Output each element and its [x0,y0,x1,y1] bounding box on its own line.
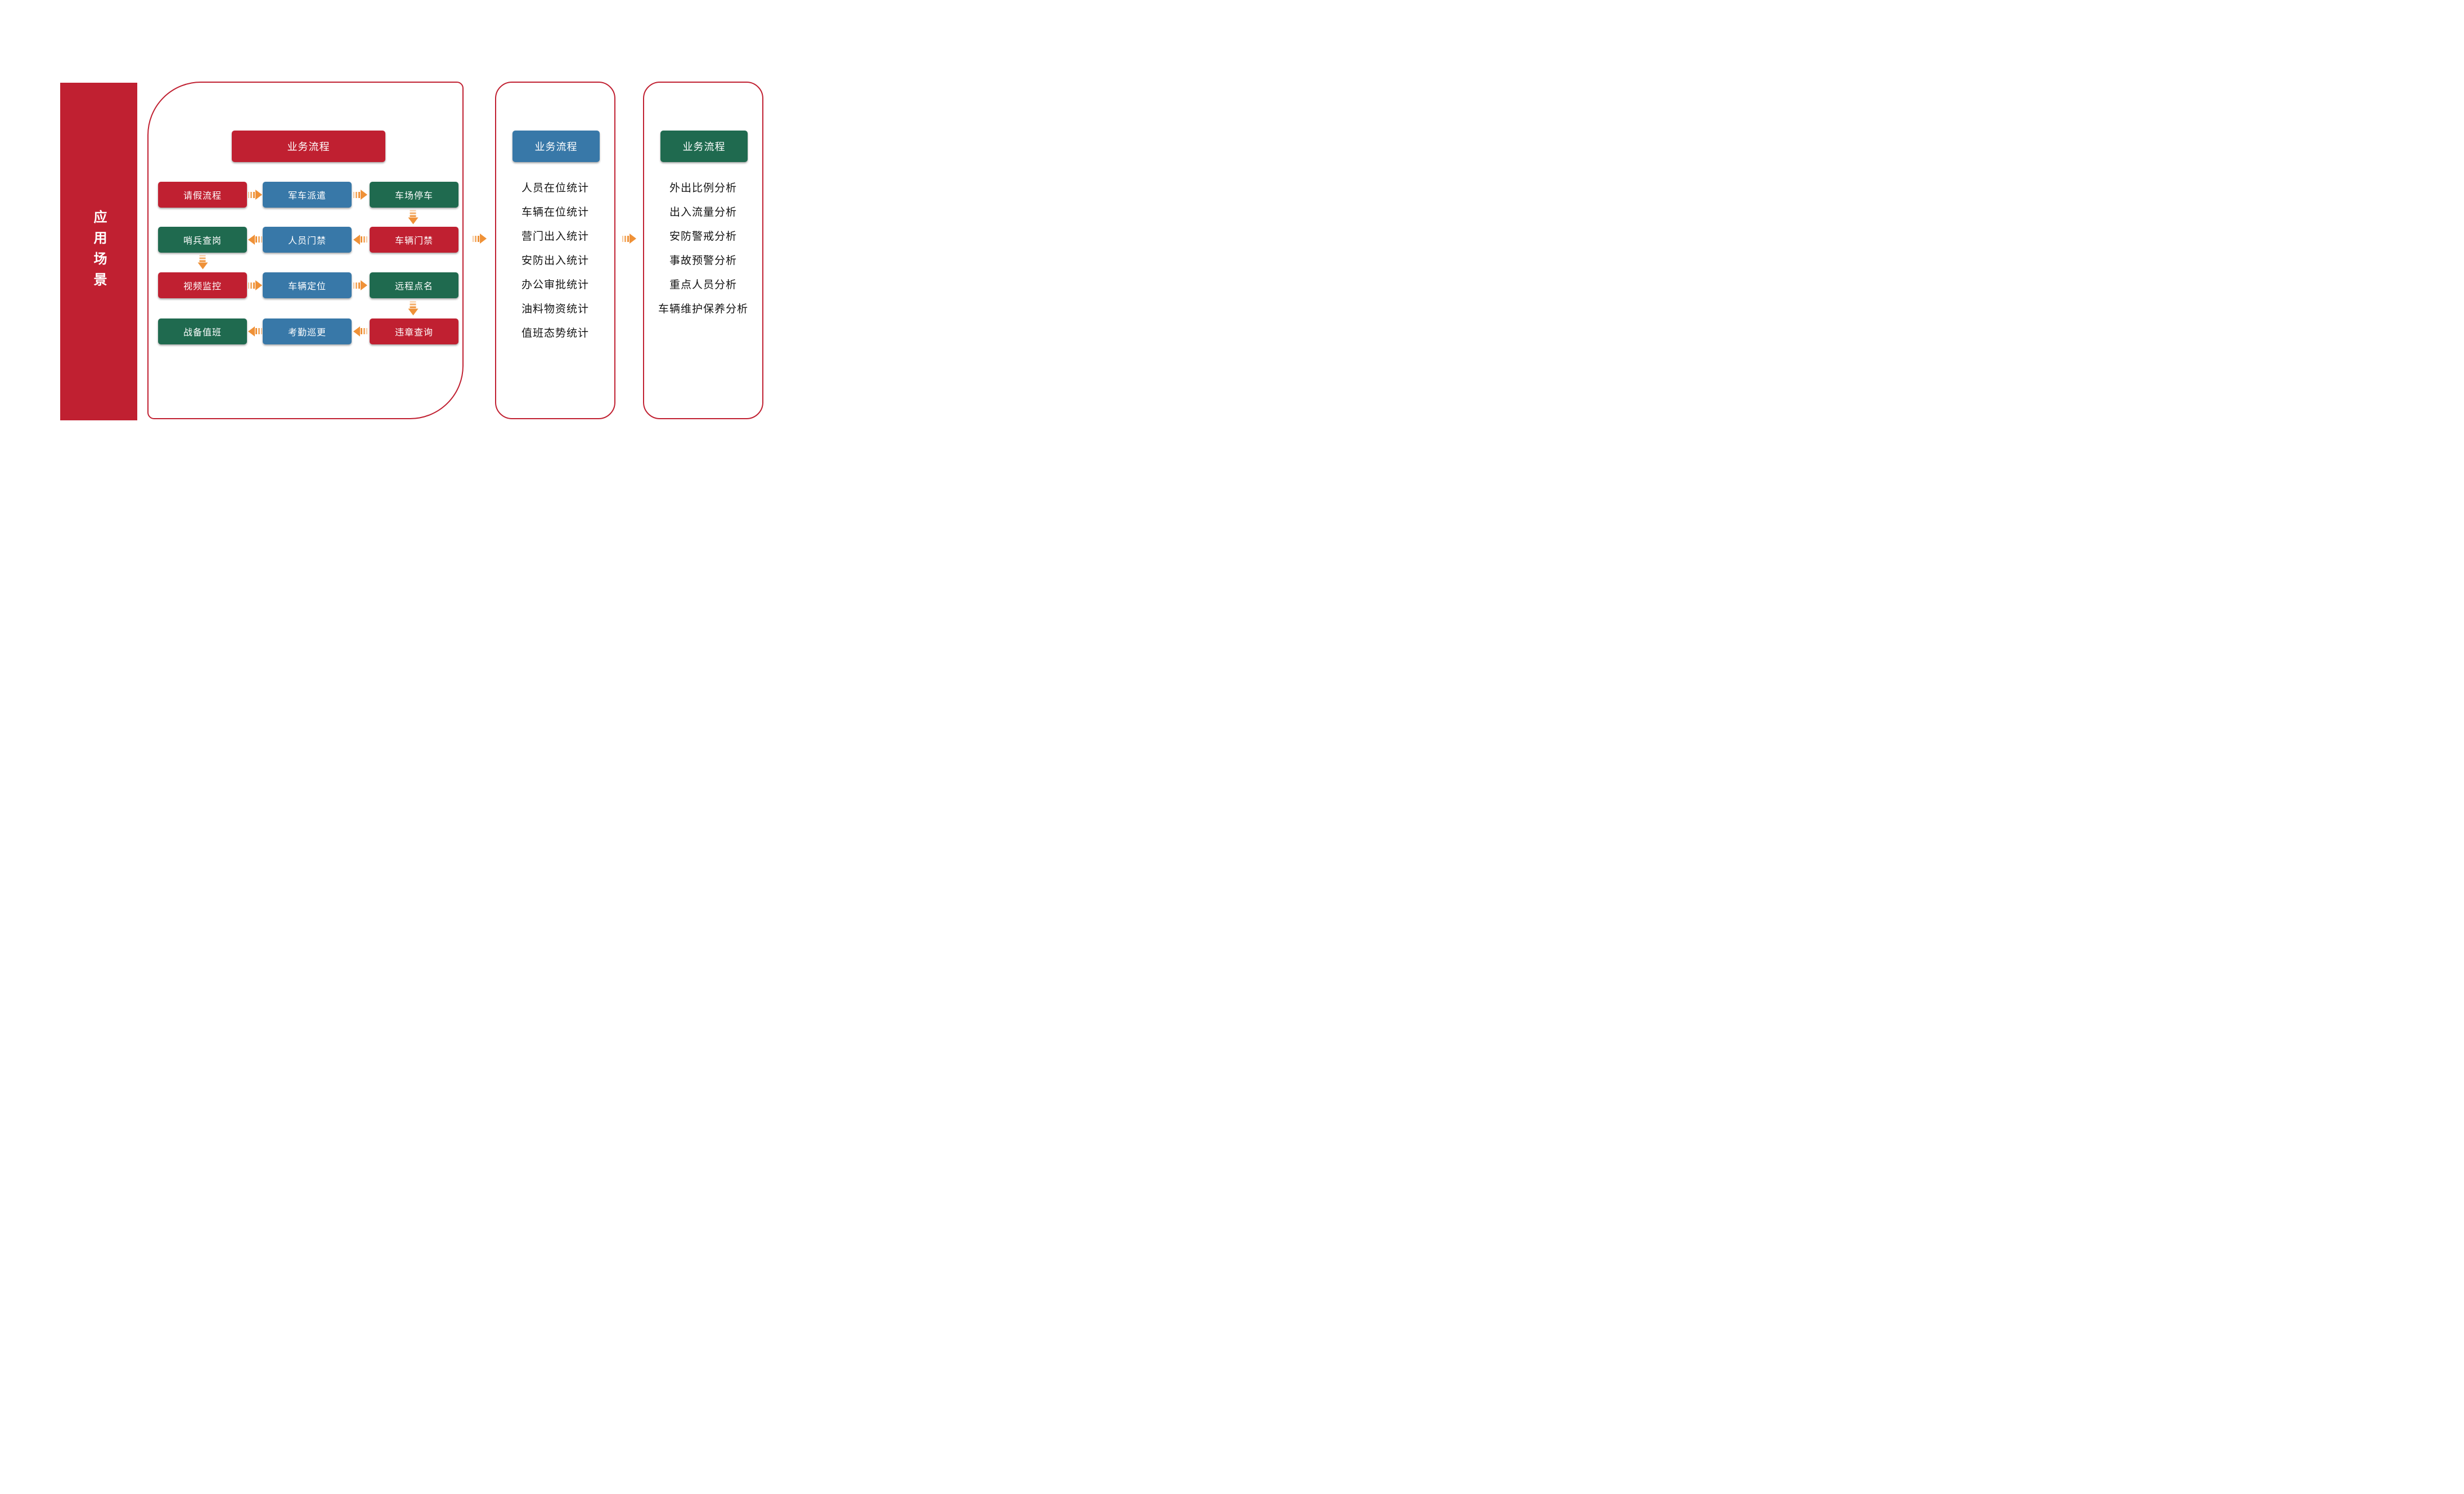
list-item: 事故预警分析 [669,255,737,267]
arrow-down-icon [408,301,419,316]
list-item: 车辆在位统计 [521,207,589,218]
arrow-right-icon [248,280,262,290]
flow-box-renyuan: 人员门禁 [263,227,352,253]
list-item: 安防警戒分析 [669,231,737,243]
list-item: 人员在位统计 [521,182,589,194]
list-item: 车辆维护保养分析 [658,303,748,315]
list-item: 出入流量分析 [669,207,737,218]
list-item: 油料物资统计 [521,303,589,315]
list-item: 外出比例分析 [669,182,737,194]
panel-connector-arrow-icon [622,234,636,244]
flow-box-dianming: 远程点名 [370,272,458,298]
analysis-panel: 业务流程 外出比例分析 出入流量分析 安防警戒分析 事故预警分析 重点人员分析 … [643,82,763,419]
arrow-left-icon [248,235,262,245]
flow-box-cheliang-menjin: 车辆门禁 [370,227,458,253]
arrow-left-icon [353,326,367,337]
stats-list: 人员在位统计 车辆在位统计 营门出入统计 安防出入统计 办公审批统计 油料物资统… [496,175,614,344]
left-category-bar: 应用场景 [60,83,137,420]
stats-panel: 业务流程 人员在位统计 车辆在位统计 营门出入统计 安防出入统计 办公审批统计 … [495,82,615,419]
list-item: 安防出入统计 [521,255,589,267]
panel-connector-arrow-icon [473,234,487,244]
stats-panel-header: 业务流程 [512,131,600,162]
analysis-panel-header: 业务流程 [660,131,748,162]
analysis-list: 外出比例分析 出入流量分析 安防警戒分析 事故预警分析 重点人员分析 车辆维护保… [644,175,762,320]
list-item: 办公审批统计 [521,279,589,291]
list-item: 重点人员分析 [669,279,737,291]
flow-box-shaobing: 哨兵查岗 [158,227,247,253]
flow-box-dingwei: 车辆定位 [263,272,352,298]
list-item: 值班态势统计 [521,327,589,339]
left-category-label: 应用场景 [91,210,106,293]
arrow-right-icon [353,280,367,290]
flow-box-kaoqin: 考勤巡更 [263,318,352,344]
arrow-right-icon [353,190,367,200]
arrow-left-icon [353,235,367,245]
flow-box-zhanbei: 战备值班 [158,318,247,344]
arrow-left-icon [248,326,262,337]
arrow-down-icon [408,210,419,225]
arrow-down-icon [197,255,208,270]
flow-box-junche: 军车派遣 [263,182,352,208]
flow-box-chechang: 车场停车 [370,182,458,208]
flow-box-shipin: 视频监控 [158,272,247,298]
list-item: 营门出入统计 [521,231,589,243]
arrow-right-icon [248,190,262,200]
application-scenario-diagram: 应用场景 业务流程 请假流程 军车派遣 车场停车 哨兵查岗 人员门禁 车辆门禁 … [0,0,821,498]
flow-panel: 业务流程 请假流程 军车派遣 车场停车 哨兵查岗 人员门禁 车辆门禁 视频监控 … [147,82,464,419]
flow-box-qingjia: 请假流程 [158,182,247,208]
flow-box-weizhang: 违章查询 [370,318,458,344]
flow-panel-header: 业务流程 [232,131,385,162]
